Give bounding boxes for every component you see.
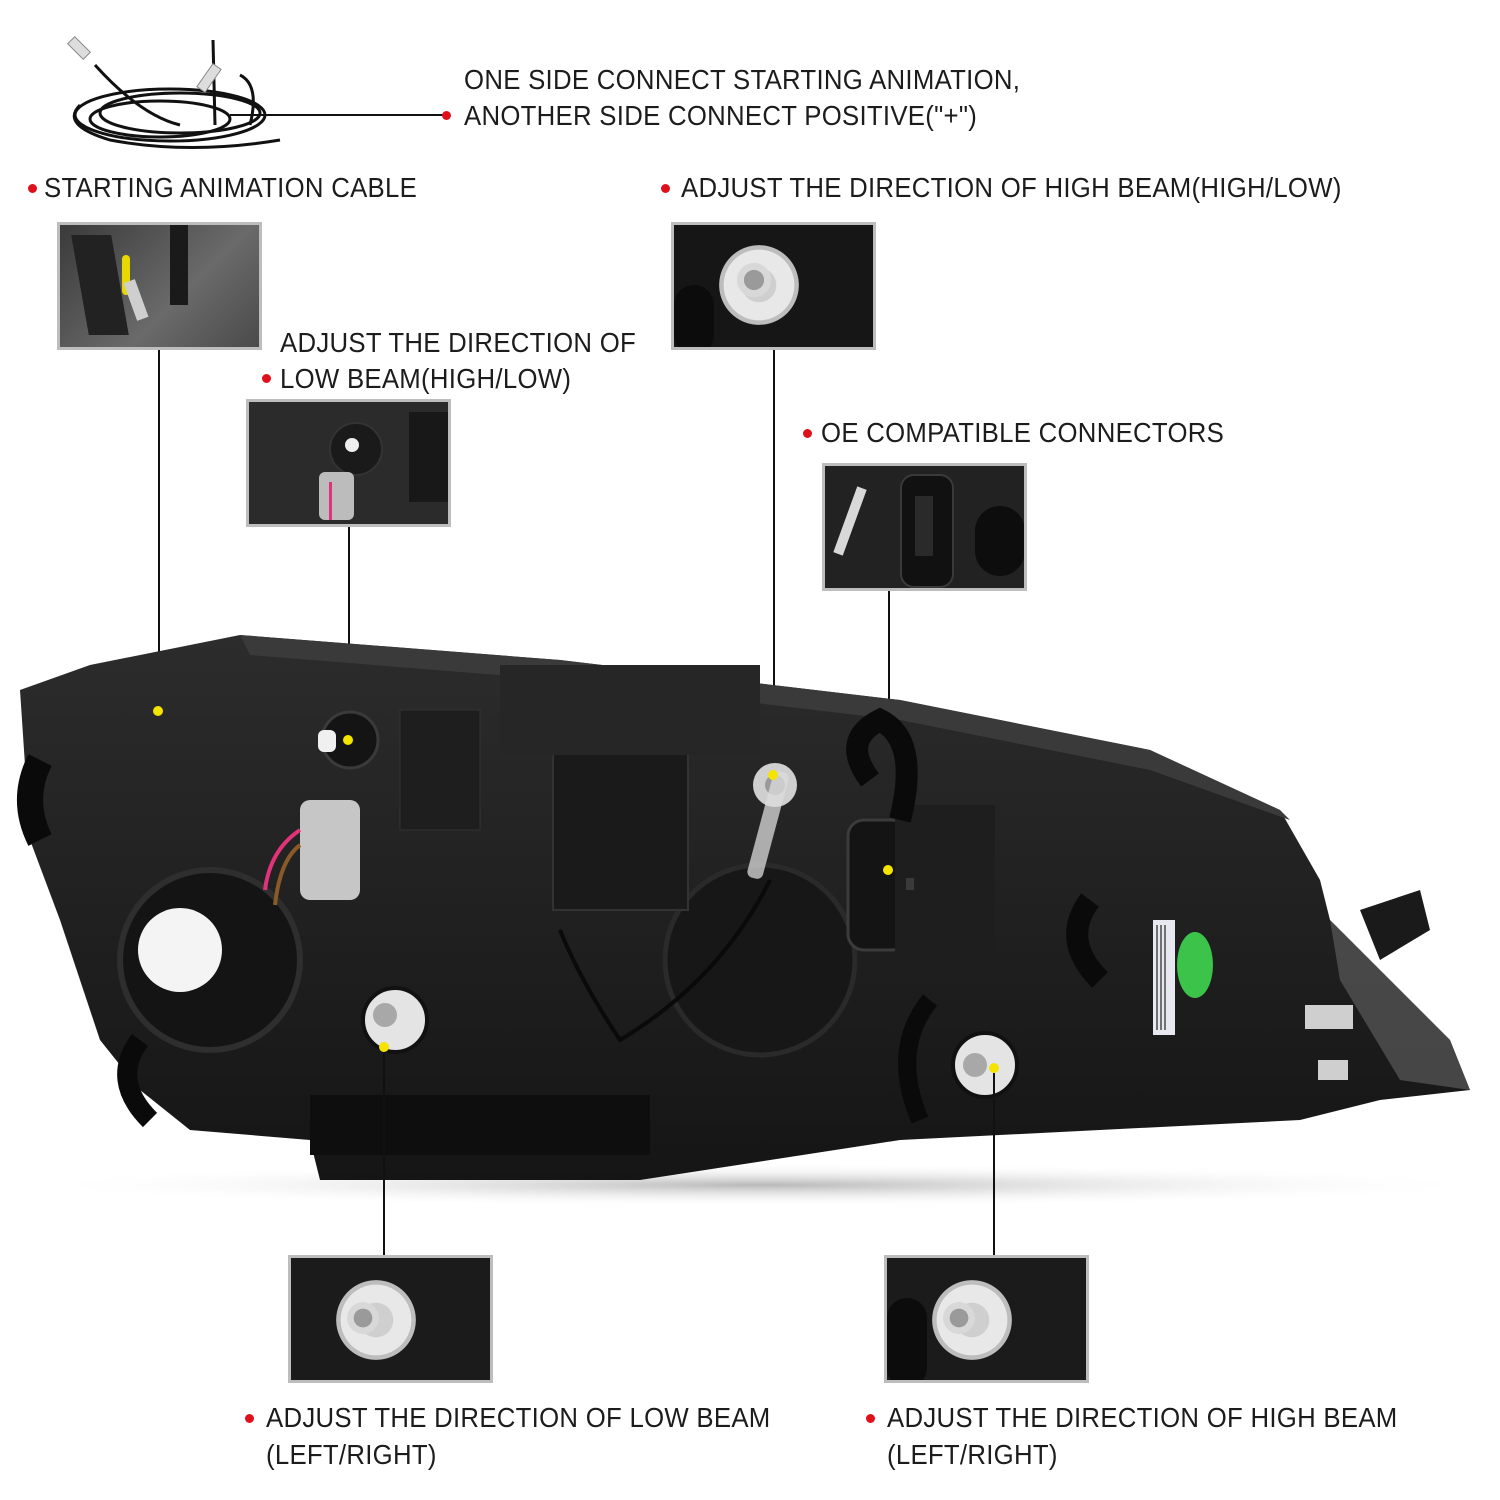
marker-high-beam-hl — [768, 770, 778, 780]
low-beam-hl-line1: ADJUST THE DIRECTION OF — [280, 327, 637, 358]
cable-note-bullet — [442, 111, 451, 120]
starting-cable-thumbnail — [57, 222, 262, 350]
low-beam-lr-line1: ADJUST THE DIRECTION OF LOW BEAM — [266, 1402, 771, 1433]
marker-starting-cable — [153, 706, 163, 716]
low-beam-hl-bullet — [262, 374, 271, 383]
high-beam-hl-bullet — [661, 184, 670, 193]
high-beam-lr-leader — [993, 1073, 995, 1255]
low-beam-lr-line2: (LEFT/RIGHT) — [266, 1439, 437, 1470]
low-beam-lr-thumbnail — [288, 1255, 493, 1383]
high-beam-lr-bullet — [866, 1414, 875, 1423]
cable-note-line2: ANOTHER SIDE CONNECT POSITIVE("+") — [464, 100, 978, 131]
low-beam-hl-line2: LOW BEAM(HIGH/LOW) — [280, 363, 572, 394]
marker-high-beam-lr — [989, 1063, 999, 1073]
starting-cable-leader — [158, 350, 160, 752]
headlight-rear-image — [17, 635, 1500, 1207]
oe-connectors-bullet — [803, 429, 812, 438]
low-beam-lr-leader — [383, 1052, 385, 1255]
low-beam-hl-thumbnail — [246, 399, 451, 527]
high-beam-lr-line2: (LEFT/RIGHT) — [887, 1439, 1058, 1470]
oe-connectors-thumbnail — [822, 463, 1027, 591]
low-beam-hl-leader — [348, 527, 350, 745]
cable-note-line1: ONE SIDE CONNECT STARTING ANIMATION, — [464, 64, 1021, 95]
starting-cable-bullet — [28, 184, 37, 193]
marker-oe-connector — [883, 865, 893, 875]
high-beam-hl-leader — [773, 350, 775, 775]
starting-cable-label: STARTING ANIMATION CABLE — [44, 172, 418, 203]
low-beam-lr-bullet — [245, 1414, 254, 1423]
high-beam-hl-label: ADJUST THE DIRECTION OF HIGH BEAM(HIGH/L… — [681, 172, 1342, 203]
marker-low-beam-lr — [379, 1042, 389, 1052]
cable-leader-line — [230, 114, 445, 116]
high-beam-lr-line1: ADJUST THE DIRECTION OF HIGH BEAM — [887, 1402, 1398, 1433]
animation-cable-image — [66, 35, 281, 149]
marker-low-beam-hl — [343, 735, 353, 745]
high-beam-hl-thumbnail — [671, 222, 876, 350]
oe-connectors-label: OE COMPATIBLE CONNECTORS — [821, 417, 1225, 448]
high-beam-lr-thumbnail — [884, 1255, 1089, 1383]
